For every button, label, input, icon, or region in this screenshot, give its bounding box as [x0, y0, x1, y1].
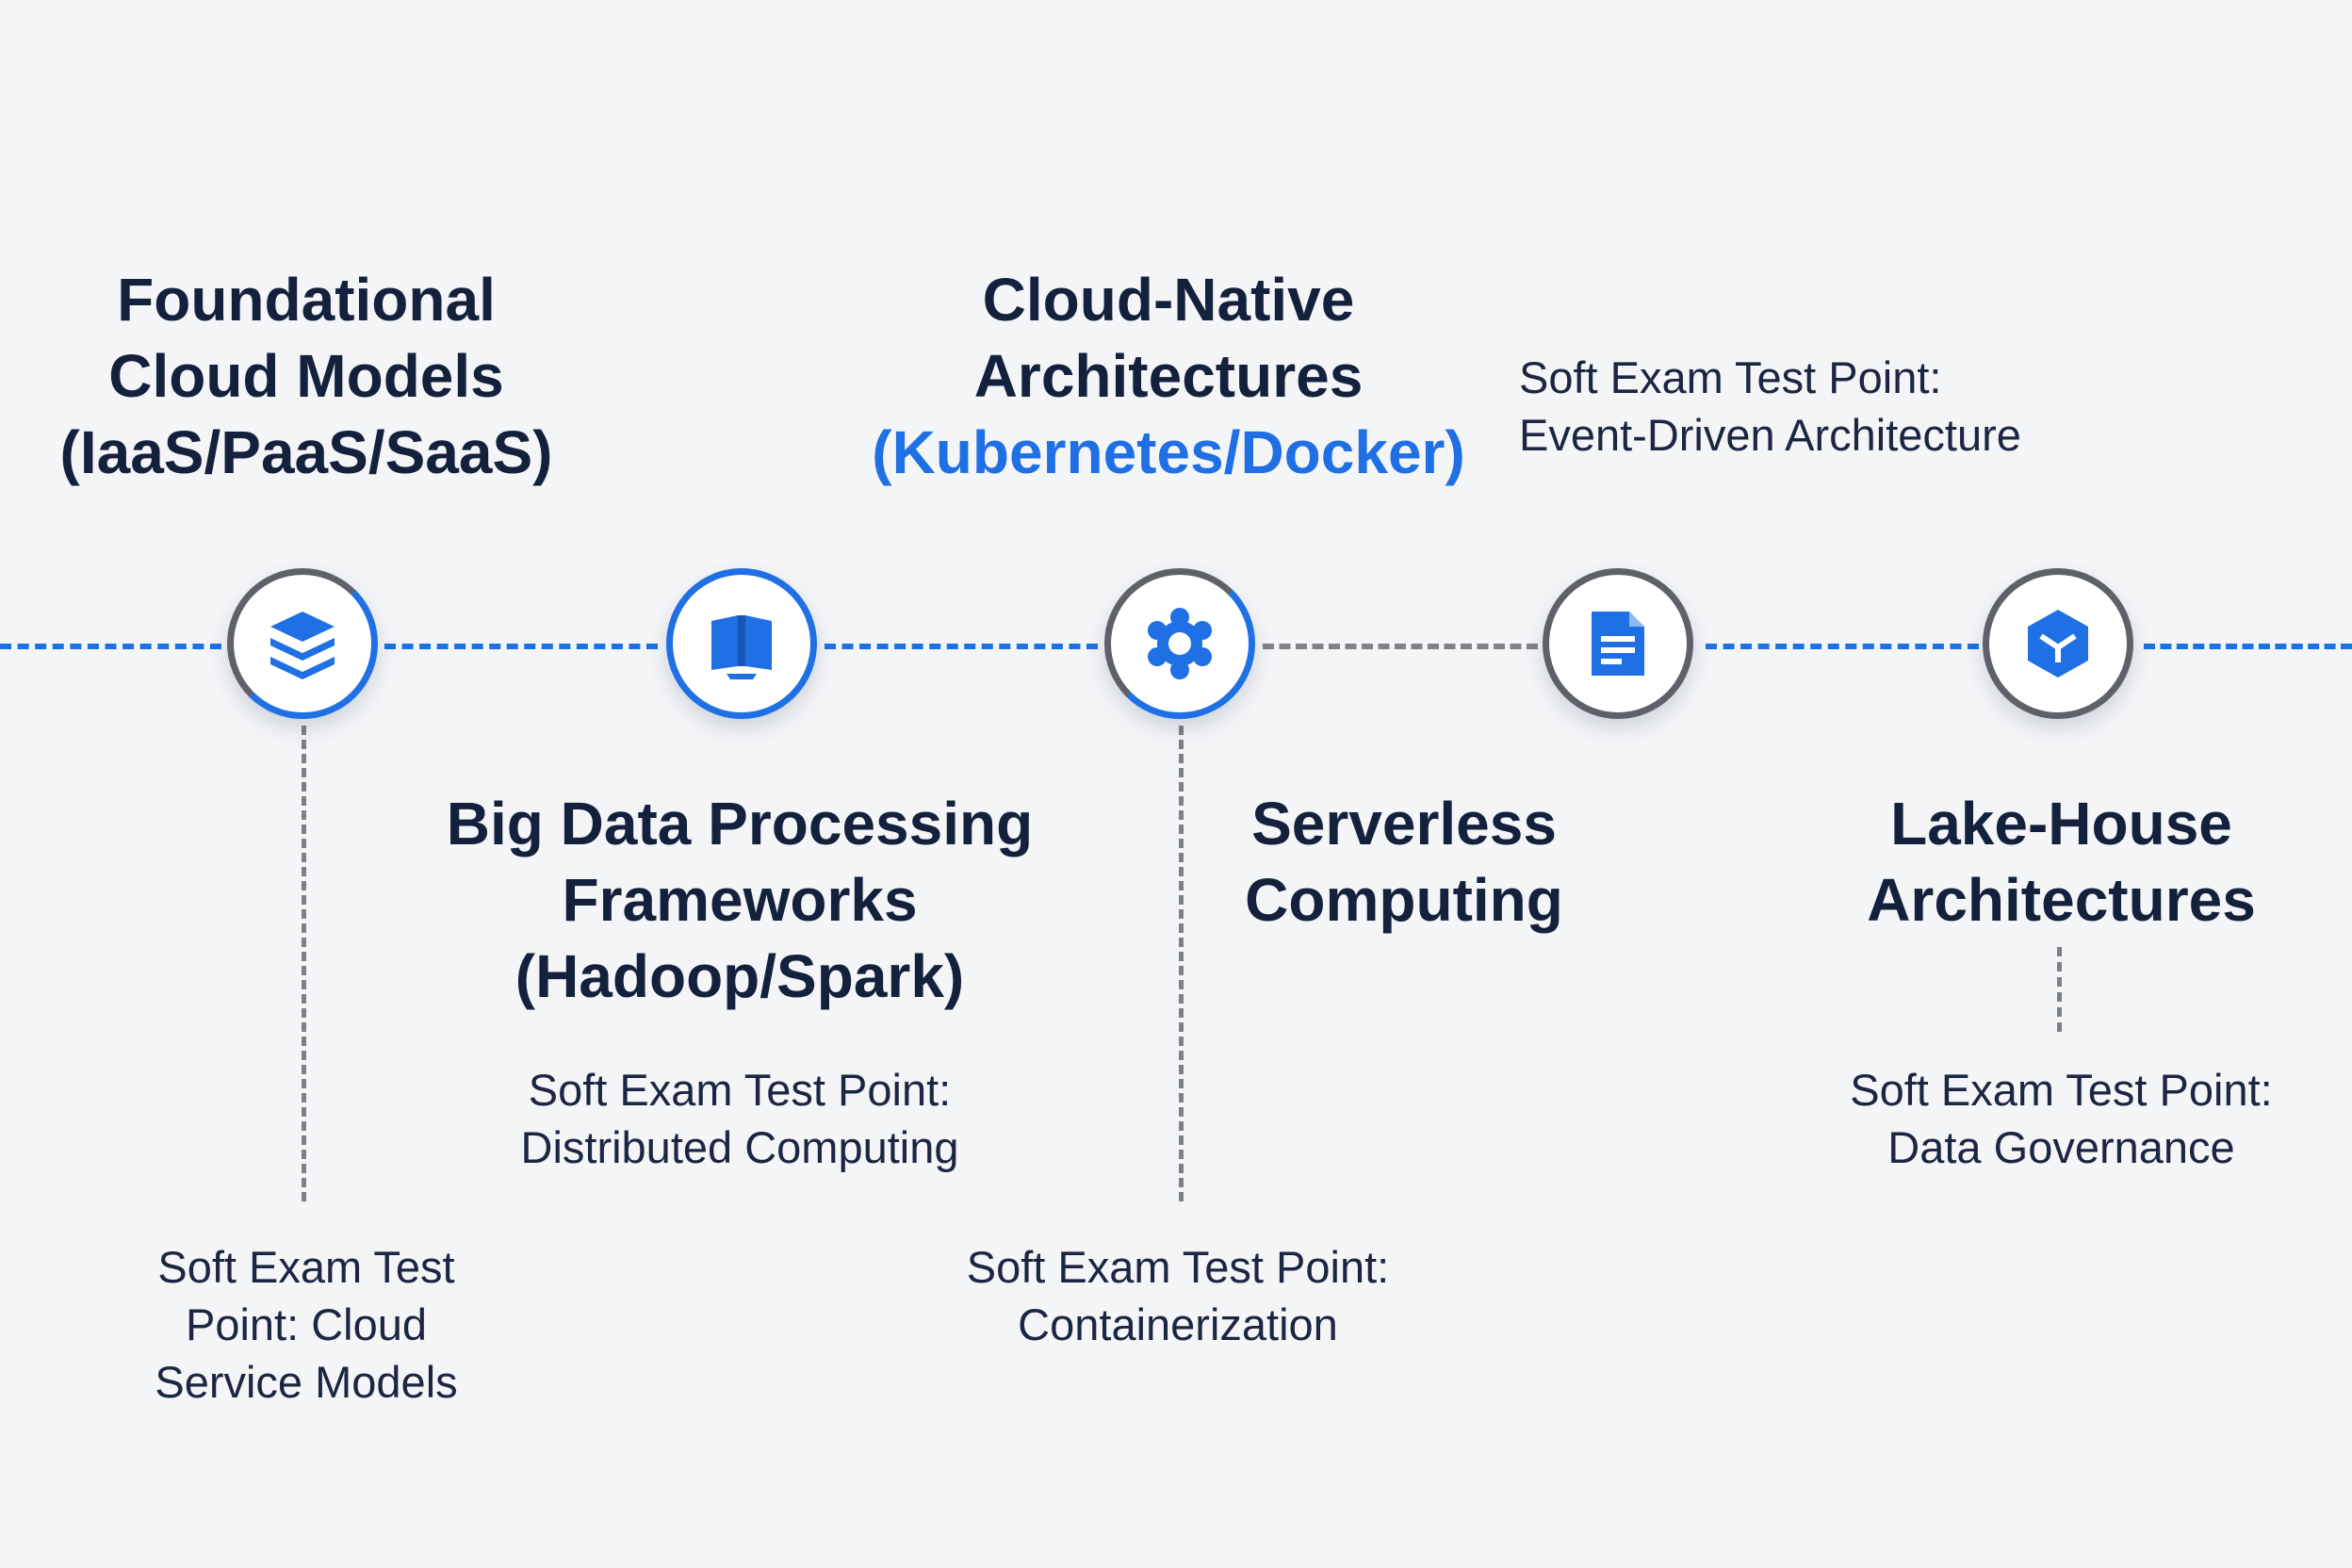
connector-line-stage-3 — [1179, 726, 1184, 1201]
timeline-line-segment — [825, 644, 1098, 649]
stage-5-title: Lake-House Architectures — [1867, 790, 2256, 934]
timeline-line-segment — [1263, 644, 1538, 649]
cube-icon — [2028, 610, 2088, 678]
stage-3-note: Soft Exam Test Point: Containerization — [966, 1242, 1390, 1349]
stage-node-1 — [227, 568, 378, 719]
stage-node-2 — [666, 568, 817, 719]
document-icon — [1592, 612, 1644, 676]
open-book-icon — [711, 615, 772, 679]
timeline-line-segment — [1706, 644, 1979, 649]
stage-5-note: Soft Exam Test Point: Data Governance — [1850, 1065, 2273, 1172]
stage-1-title: Foundational Cloud Models (IaaS/PaaS/Saa… — [59, 266, 553, 486]
connector-line-stage-5 — [2057, 947, 2062, 1032]
stage-node-3 — [1104, 568, 1255, 719]
gear-atom-icon — [1148, 608, 1212, 679]
timeline-line-segment — [0, 644, 221, 649]
stage-3-title: Cloud-Native Architectures (Kubernetes/D… — [829, 262, 1508, 491]
stage-node-5 — [1983, 568, 2133, 719]
stage-3-title-accent: (Kubernetes/Docker) — [872, 418, 1465, 486]
stage-4-note: Soft Exam Test Point: Event-Driven Archi… — [1519, 352, 2021, 460]
stage-node-4 — [1543, 568, 1693, 719]
stage-2-note: Soft Exam Test Point: Distributed Comput… — [520, 1065, 959, 1172]
connector-line-stage-1 — [302, 726, 306, 1201]
stage-4-title: Serverless Computing — [1245, 790, 1563, 934]
timeline-line-segment — [384, 644, 658, 649]
layers-stack-icon — [270, 612, 335, 679]
timeline-line-segment — [2144, 644, 2352, 649]
stage-2-title: Big Data Processing Frameworks (Hadoop/S… — [446, 790, 1034, 1010]
stage-1-note: Soft Exam Test Point: Cloud Service Mode… — [155, 1242, 458, 1407]
